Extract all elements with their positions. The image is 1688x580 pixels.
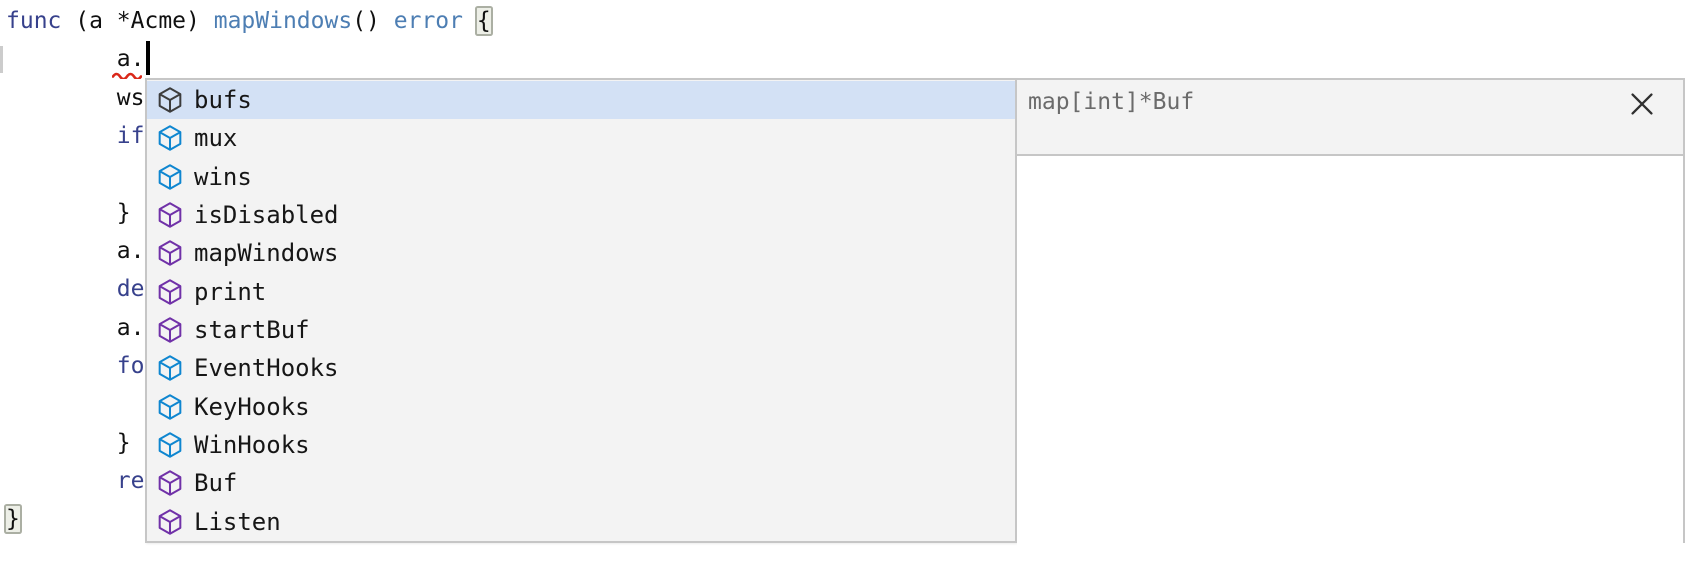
code-token: } [6, 199, 131, 226]
code-token: fo [116, 352, 145, 379]
code-token: func [6, 8, 62, 34]
suggestion-details-body [1017, 156, 1683, 580]
code-line-7[interactable]: a. [6, 232, 145, 270]
code-line-10[interactable]: fo [6, 347, 145, 385]
code-line-13[interactable]: re [6, 462, 145, 500]
code-line-1[interactable]: func (a *Acme) mapWindows() error { [6, 2, 491, 40]
code-token: a. [6, 314, 145, 341]
code-token: a. [6, 46, 145, 73]
symbol-method-icon [158, 240, 182, 267]
suggestion-item-wins[interactable]: wins [147, 158, 1015, 196]
suggestion-item-startBuf[interactable]: startBuf [147, 311, 1015, 349]
suggestion-label: EventHooks [194, 354, 339, 383]
suggestion-item-mux[interactable]: mux [147, 119, 1015, 157]
code-token: error [393, 8, 463, 34]
code-token [6, 468, 117, 494]
suggestion-item-WinHooks[interactable]: WinHooks [147, 426, 1015, 464]
suggestion-details-header: map[int]*Buf [1017, 80, 1683, 156]
symbol-method-icon [158, 470, 182, 497]
code-token: } [6, 429, 131, 456]
code-line-14[interactable]: } [6, 500, 20, 538]
code-line-8[interactable]: de [6, 270, 145, 308]
code-token: de [116, 276, 145, 303]
symbol-method-icon [158, 509, 182, 535]
code-line-2[interactable]: a. [6, 40, 145, 78]
symbol-method-icon [158, 317, 182, 343]
symbol-field-icon [158, 355, 182, 382]
suggestion-label: mapWindows [194, 239, 339, 268]
suggestion-item-bufs[interactable]: bufs [147, 81, 1015, 120]
gutter-marker [0, 46, 3, 73]
close-icon [1631, 93, 1653, 115]
code-token: a. [6, 237, 145, 264]
code-line-3[interactable]: ws [6, 79, 145, 117]
code-token [6, 353, 117, 379]
matched-bracket: } [6, 506, 20, 533]
symbol-field-icon [158, 125, 182, 152]
suggestion-label: Listen [194, 507, 281, 536]
suggestion-label: print [194, 277, 267, 306]
suggestion-item-mapWindows[interactable]: mapWindows [147, 234, 1015, 272]
suggestion-item-Buf[interactable]: Buf [147, 464, 1015, 502]
suggestion-label: mux [194, 124, 238, 153]
code-line-12[interactable]: } [6, 424, 131, 462]
code-token: if [116, 122, 145, 149]
code-token: ws [6, 84, 145, 111]
matched-bracket: { [476, 8, 491, 34]
suggestion-label: Buf [194, 469, 238, 498]
suggestion-label: startBuf [194, 316, 310, 345]
code-token [463, 8, 477, 34]
symbol-field-icon [158, 87, 182, 113]
close-button[interactable] [1629, 91, 1655, 117]
suggestion-label: isDisabled [194, 201, 339, 230]
suggestion-label: WinHooks [194, 431, 310, 460]
text-cursor [146, 41, 150, 75]
symbol-field-icon [158, 164, 182, 190]
suggestion-item-Listen[interactable]: Listen [147, 503, 1015, 541]
suggestion-item-print[interactable]: print [147, 273, 1015, 311]
code-token: () [352, 8, 394, 34]
code-token [6, 276, 117, 302]
code-token: re [116, 467, 145, 494]
symbol-method-icon [158, 202, 182, 228]
autocomplete-popup: bufs mux wins isDisabled mapWindows print star… [145, 78, 1017, 543]
symbol-method-icon [158, 279, 182, 305]
code-line-4[interactable]: if [6, 117, 145, 155]
code-token: mapWindows [213, 8, 353, 34]
suggestion-item-EventHooks[interactable]: EventHooks [147, 349, 1015, 387]
code-line-6[interactable]: } [6, 194, 131, 232]
suggestion-item-isDisabled[interactable]: isDisabled [147, 196, 1015, 234]
type-signature: map[int]*Buf [1028, 89, 1195, 115]
symbol-field-icon [158, 394, 182, 420]
suggestion-label: KeyHooks [194, 392, 310, 421]
suggestion-item-KeyHooks[interactable]: KeyHooks [147, 388, 1015, 426]
error-squiggle-icon [112, 72, 142, 79]
code-line-9[interactable]: a. [6, 309, 145, 347]
suggestion-label: wins [194, 162, 252, 191]
symbol-field-icon [158, 432, 182, 458]
suggestion-label: bufs [194, 86, 252, 115]
suggestion-details-panel: map[int]*Buf [1015, 78, 1685, 580]
code-token [6, 123, 117, 149]
code-token: (a *Acme) [61, 8, 214, 34]
